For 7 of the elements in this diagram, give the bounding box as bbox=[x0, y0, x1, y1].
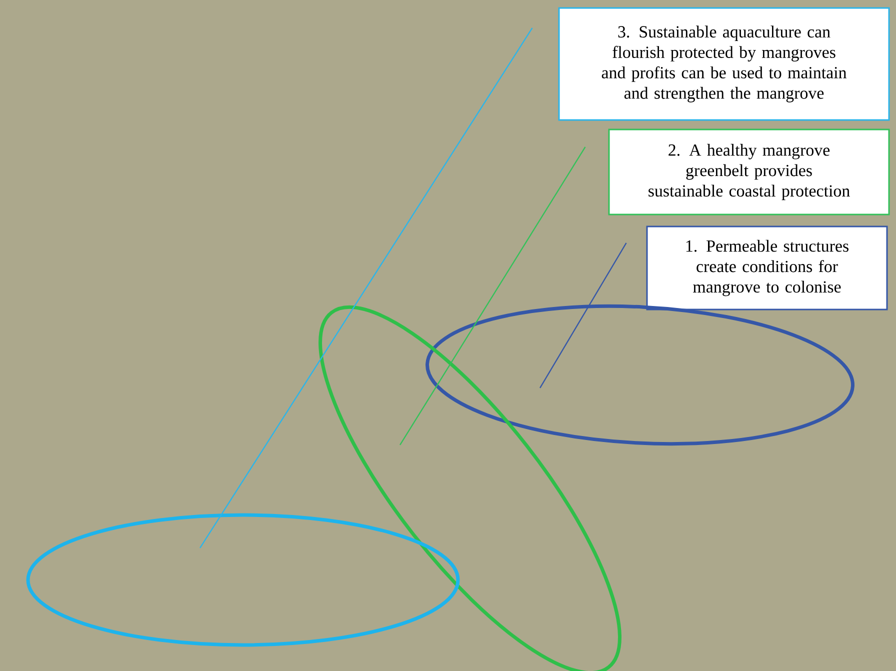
text-box: 1. Permeable structures create conditions for mangrove to colonise bbox=[646, 226, 888, 310]
highlight-ellipse bbox=[26, 513, 460, 647]
leader-line bbox=[200, 28, 533, 548]
leader-line bbox=[539, 242, 627, 388]
text-box: 3. Sustainable aquaculture can flourish protected by mangroves and profits can be used to maintain and strengthen the mangrove bbox=[558, 7, 890, 121]
text-box: 2. A healthy mangrove greenbelt provides sustainable coastal protection bbox=[608, 128, 890, 216]
leader-line bbox=[400, 146, 586, 446]
